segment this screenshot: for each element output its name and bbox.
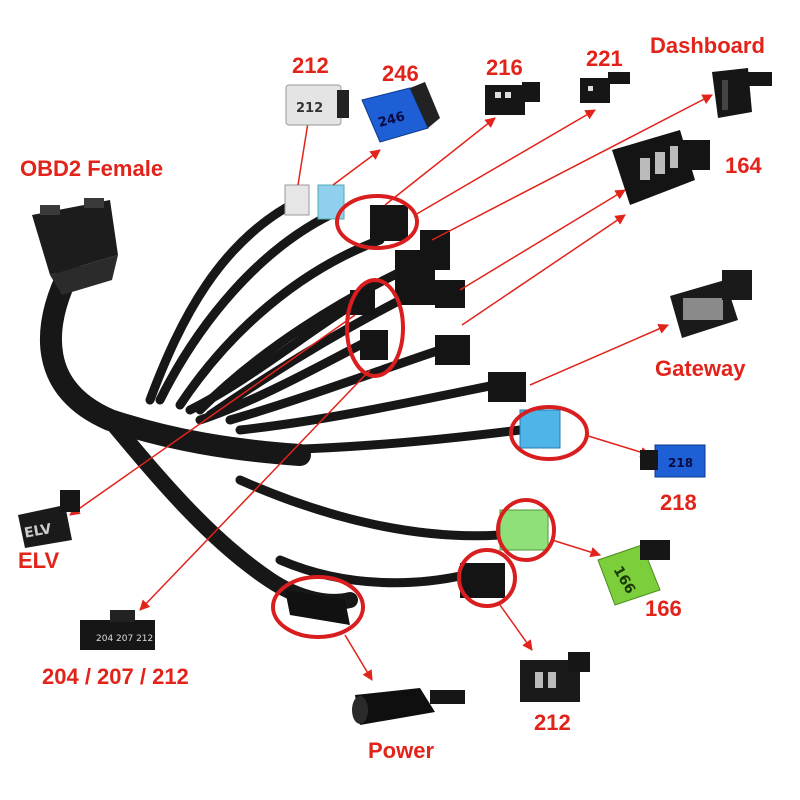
harness-power-plug	[285, 590, 350, 625]
arrow-to-164-b	[461, 214, 626, 326]
highlight-circle-166	[496, 498, 556, 562]
pointer-arrows	[69, 94, 713, 681]
label-166: 166	[645, 596, 682, 621]
harness-gateway-plug-2	[488, 372, 526, 402]
cable-246	[155, 210, 335, 405]
arrow-to-212-bottom	[499, 604, 533, 651]
arrow-to-power	[344, 634, 373, 681]
closeup-218: 218	[640, 444, 706, 478]
arrow-to-216	[384, 117, 496, 206]
marking-204-207-212: 204 207 212	[96, 634, 153, 644]
closeup-power	[352, 688, 465, 725]
label-218: 218	[660, 490, 697, 515]
highlight-circle-218	[509, 405, 589, 461]
cable-212-top	[145, 195, 305, 405]
harness-gateway-plug	[435, 335, 470, 365]
closeup-212-bottom	[520, 652, 590, 702]
marking-218: 218	[668, 456, 693, 470]
label-power: Power	[368, 738, 435, 763]
closeup-dashboard	[712, 68, 772, 118]
cable-218	[245, 425, 525, 455]
closeup-216	[485, 82, 540, 115]
arrow-to-221	[414, 109, 596, 216]
label-216: 216	[486, 55, 523, 80]
harness-elv-plug	[360, 330, 388, 360]
closeup-246: 246	[361, 82, 440, 143]
label-elv: ELV	[18, 548, 60, 573]
highlight-circle-212-bottom	[457, 548, 517, 608]
arrow-to-gateway	[529, 323, 669, 386]
label-204-207-212: 204 / 207 / 212	[42, 664, 189, 689]
arrow-to-elv	[69, 314, 356, 516]
label-246: 246	[382, 61, 419, 86]
highlight-circles	[271, 194, 589, 639]
arrow-to-246	[332, 149, 381, 186]
label-221: 221	[586, 46, 623, 71]
harness-dashboard-plug	[435, 280, 465, 308]
harness-212-gray-plug	[284, 184, 310, 216]
cable-gateway	[235, 380, 500, 435]
closeup-212-top: 212	[285, 84, 349, 126]
label-obd2-female: OBD2 Female	[20, 156, 164, 181]
label-212-bottom: 212	[534, 710, 571, 735]
label-212-top: 212	[292, 53, 329, 78]
closeup-166: 166	[597, 540, 670, 606]
label-164: 164	[725, 153, 762, 178]
arrow-to-166	[551, 539, 602, 558]
closeup-221	[580, 72, 630, 103]
closeup-204-207-212: 204 207 212	[80, 610, 155, 650]
harness-212-bottom-plug	[460, 563, 505, 598]
arrow-to-164	[459, 189, 626, 291]
arrow-to-218	[584, 434, 652, 458]
arrow-to-dashboard	[431, 94, 713, 241]
cable-221	[225, 345, 445, 425]
highlight-circle-216	[335, 194, 419, 250]
cable-204	[185, 295, 365, 415]
highlight-circle-204-elv	[345, 278, 405, 378]
cable-216	[175, 235, 385, 410]
marking-212-top: 212	[296, 101, 323, 116]
cable-212-bottom	[275, 555, 470, 588]
label-dashboard: Dashboard	[650, 33, 765, 58]
arrow-to-204	[139, 369, 371, 611]
harness-166-green-plug	[499, 509, 549, 551]
marking-elv: ELV	[23, 521, 53, 542]
closeup-gateway	[670, 270, 752, 338]
cable-elv	[195, 335, 375, 425]
closeup-elv: ELV	[18, 490, 80, 548]
highlight-circle-power	[271, 575, 365, 639]
marking-246: 246	[377, 109, 407, 131]
harness-218-lightblue-plug	[519, 409, 561, 449]
obd2-female-connector	[32, 198, 118, 295]
cable-harness	[39, 195, 525, 610]
label-gateway: Gateway	[655, 356, 746, 381]
cable-166	[235, 475, 505, 541]
harness-164-plug	[395, 250, 435, 305]
closeup-164	[612, 130, 710, 205]
harness-216-plug	[370, 205, 408, 241]
